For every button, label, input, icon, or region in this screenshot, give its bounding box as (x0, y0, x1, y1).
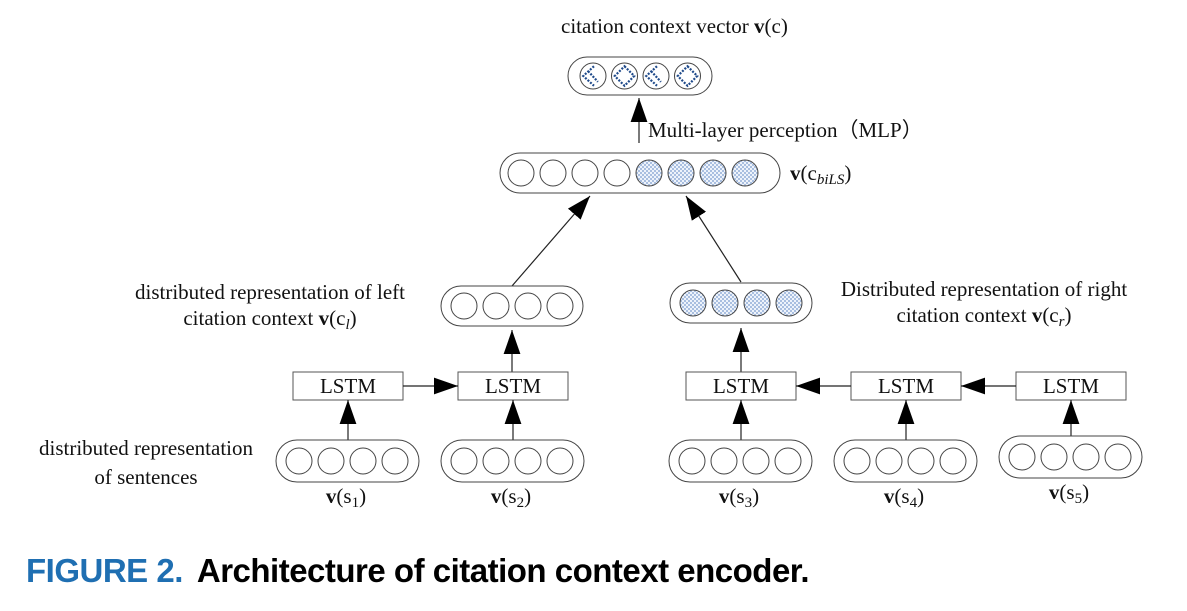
right-context-capsule (669, 282, 813, 324)
figure-title: Architecture of citation context encoder… (196, 552, 810, 589)
output-vector-capsule (567, 56, 713, 96)
left-to-bils-arrow (511, 195, 591, 287)
neuron-unit-plain (546, 292, 574, 320)
mlp-label: Multi-layer perception（MLP） (648, 118, 923, 142)
bils-vector-capsule (499, 152, 781, 194)
neuron-unit-plain (710, 447, 738, 475)
neuron-unit-checker (635, 159, 663, 187)
neuron-unit-plain (1072, 443, 1100, 471)
sentence-label-3: v(s3) (719, 484, 759, 511)
sentence-capsule-1 (275, 439, 420, 483)
neuron-unit-plain (907, 447, 935, 475)
neuron-unit-plain (317, 447, 345, 475)
neuron-unit-plain (603, 159, 631, 187)
right-context-label-line2: citation context v(cr) (897, 303, 1072, 330)
sentence-capsule-5 (998, 435, 1143, 479)
sentence-label-4: v(s4) (884, 484, 924, 511)
neuron-unit-checker (699, 159, 727, 187)
right-to-bils-arrow (685, 195, 742, 283)
figure-caption: FIGURE 2. Architecture of citation contex… (26, 552, 809, 590)
neuron-unit-checker (743, 289, 771, 317)
neuron-unit-plain (514, 292, 542, 320)
neuron-unit-plain (482, 447, 510, 475)
neuron-unit-pattern-a (642, 62, 670, 90)
neuron-unit-plain (507, 159, 535, 187)
sentence-label-1: v(s1) (326, 484, 366, 511)
left-context-capsule (440, 285, 584, 327)
neuron-unit-checker (711, 289, 739, 317)
neuron-unit-plain (514, 447, 542, 475)
sentences-label-line2: of sentences (94, 465, 197, 489)
neuron-unit-plain (349, 447, 377, 475)
sentences-label-line1: distributed representation (39, 436, 254, 460)
output-vector-label: citation context vector v(c) (561, 14, 788, 38)
left-context-label-line1: distributed representation of left (135, 280, 405, 304)
neuron-unit-pattern-b (611, 62, 638, 90)
neuron-unit-plain (285, 447, 313, 475)
neuron-unit-plain (381, 447, 409, 475)
figure-number: FIGURE 2. (26, 552, 183, 589)
lstm-cell-3: LSTM (685, 371, 797, 401)
neuron-unit-plain (678, 447, 706, 475)
svg-text:LSTM: LSTM (713, 374, 769, 398)
sentence-label-2: v(s2) (491, 484, 531, 511)
sentence-capsule-4 (833, 439, 978, 483)
neuron-unit-plain (546, 447, 574, 475)
svg-text:LSTM: LSTM (878, 374, 934, 398)
left-context-label-line2: citation context v(cl) (183, 306, 356, 333)
neuron-unit-plain (482, 292, 510, 320)
right-context-label-line1: Distributed representation of right (841, 277, 1128, 301)
lstm-cell-2: LSTM (457, 371, 569, 401)
neuron-unit-checker (679, 289, 707, 317)
sentence-label-5: v(s5) (1049, 480, 1089, 507)
neuron-unit-checker (667, 159, 695, 187)
svg-text:LSTM: LSTM (1043, 374, 1099, 398)
neuron-unit-checker (775, 289, 803, 317)
sentence-capsule-2 (440, 439, 585, 483)
neuron-unit-plain (571, 159, 599, 187)
neuron-unit-plain (1040, 443, 1068, 471)
neuron-unit-plain (450, 292, 478, 320)
bils-vector-label: v(cbiLS) (790, 161, 851, 188)
neuron-unit-plain (1104, 443, 1132, 471)
neuron-unit-plain (843, 447, 871, 475)
neuron-unit-pattern-a (579, 62, 607, 90)
svg-text:LSTM: LSTM (320, 374, 376, 398)
sentence-capsule-3 (668, 439, 813, 483)
neuron-unit-plain (1008, 443, 1036, 471)
neuron-unit-plain (450, 447, 478, 475)
lstm-cell-1: LSTM (292, 371, 404, 401)
neuron-unit-plain (939, 447, 967, 475)
svg-text:LSTM: LSTM (485, 374, 541, 398)
neuron-unit-pattern-b (674, 62, 701, 90)
lstm-cell-5: LSTM (1015, 371, 1127, 401)
neuron-unit-plain (774, 447, 802, 475)
neuron-unit-plain (539, 159, 567, 187)
lstm-cell-4: LSTM (850, 371, 962, 401)
neuron-unit-plain (742, 447, 770, 475)
neuron-unit-checker (731, 159, 759, 187)
neuron-unit-plain (875, 447, 903, 475)
